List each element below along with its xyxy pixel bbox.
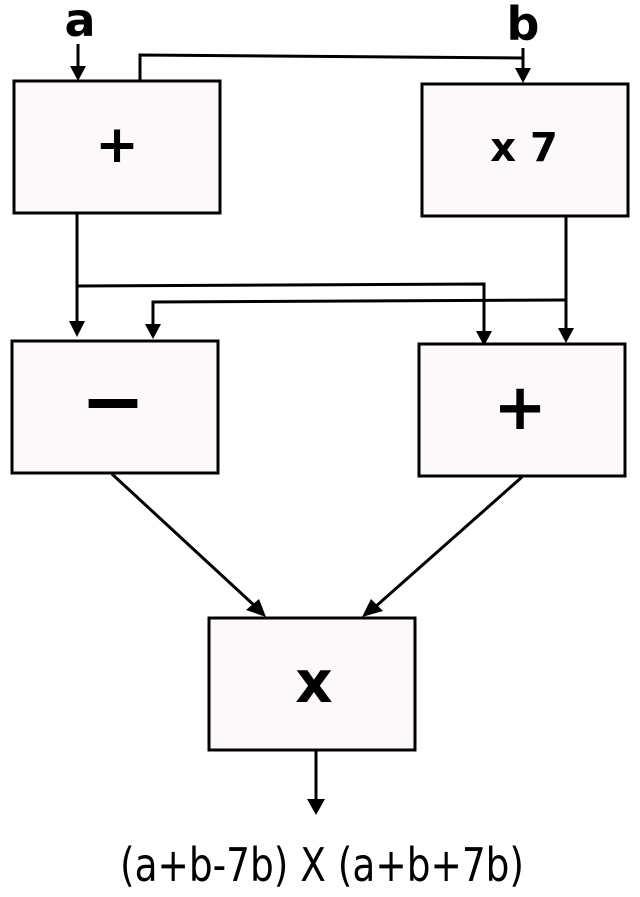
node-times-seven-label: x 7 xyxy=(490,125,558,171)
node-subtract: − xyxy=(10,339,220,475)
node-times-seven: x 7 xyxy=(420,82,630,218)
arrowhead-multiply-to-result xyxy=(307,799,325,815)
node-add-top-label: + xyxy=(95,115,139,175)
node-add-bottom: + xyxy=(417,342,627,478)
node-add-top-box xyxy=(12,79,222,215)
arrowhead-times-seven-to-subtract xyxy=(145,324,161,339)
result-expression: (a+b-7b) X (a+b+7b) xyxy=(120,838,524,892)
wire-add-to-add-bottom xyxy=(76,282,486,334)
arrowhead-add-bottom-to-multiply xyxy=(362,599,383,617)
node-add-bottom-label: + xyxy=(493,371,547,445)
arrowhead-subtract-to-multiply xyxy=(246,599,266,617)
node-subtract-label: − xyxy=(80,357,145,447)
node-multiply-label: x xyxy=(295,648,332,716)
arrowheads xyxy=(69,66,574,815)
node-subtract-box xyxy=(10,339,220,475)
wire-subtract-to-multiply xyxy=(110,472,258,609)
arrowhead-add-to-subtract xyxy=(69,321,85,337)
wire-times-seven-to-subtract xyxy=(151,298,567,326)
node-multiply-box xyxy=(207,616,417,752)
connector-lines xyxy=(75,44,568,800)
wire-b-to-add xyxy=(138,53,524,80)
arrowhead-times-seven-to-add-bottom xyxy=(558,328,574,343)
input-a-label: a xyxy=(64,0,95,47)
arrowhead-b-to-times-seven xyxy=(515,68,531,83)
node-times-seven-box xyxy=(420,82,630,218)
input-b-label: b xyxy=(507,0,540,51)
arrowhead-add-to-add-bottom xyxy=(476,331,492,346)
node-multiply: x xyxy=(207,616,417,752)
wire-add-bottom-to-multiply xyxy=(373,475,523,610)
node-add-bottom-box xyxy=(417,342,627,478)
node-add-top: + xyxy=(12,79,222,215)
arrowhead-a-to-add xyxy=(70,66,86,81)
